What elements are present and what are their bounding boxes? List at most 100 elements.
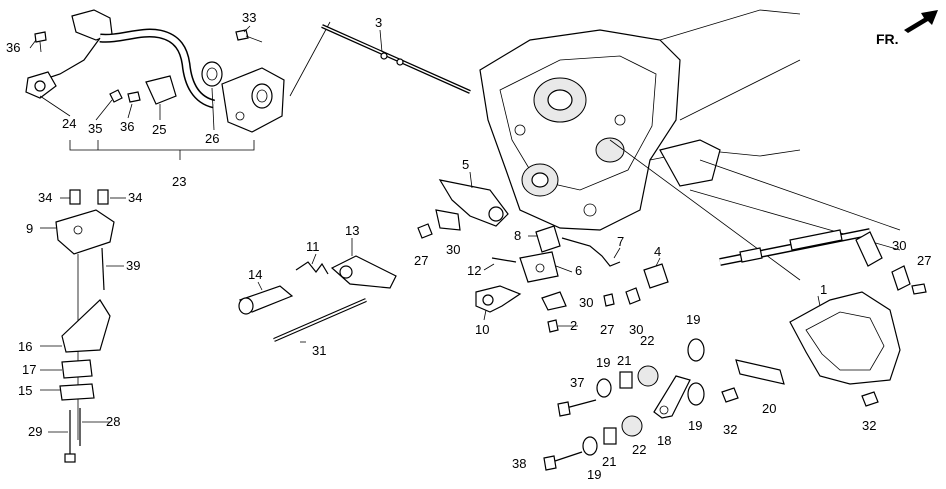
detent-group <box>238 255 397 342</box>
block-8 <box>535 225 561 253</box>
lever-13 <box>330 255 397 289</box>
spring-11 <box>295 261 329 275</box>
cable-wire <box>41 37 101 81</box>
callout-30b: 30 <box>579 295 593 310</box>
bolt-39 <box>101 247 105 291</box>
callout-24: 24 <box>62 116 76 131</box>
leader-line <box>289 21 331 97</box>
group-bracket-23 <box>69 140 255 151</box>
bolt-35 <box>109 89 123 103</box>
bolt-32-left <box>721 387 739 403</box>
part-4 <box>643 263 669 289</box>
front-arrow-icon <box>904 10 938 33</box>
cable-assembly-group <box>25 9 331 160</box>
callout-27c: 27 <box>917 253 931 268</box>
callout-20: 20 <box>762 401 776 416</box>
callout-3: 3 <box>375 15 382 30</box>
callout-28: 28 <box>106 414 120 429</box>
mount-group <box>55 189 115 463</box>
callout-19b: 19 <box>596 355 610 370</box>
callout-29: 29 <box>28 424 42 439</box>
washer-19-top <box>687 338 705 362</box>
callout-25: 25 <box>152 122 166 137</box>
callout-30a: 30 <box>446 242 460 257</box>
callout-27b: 27 <box>600 322 614 337</box>
block-6 <box>519 251 559 283</box>
callout-38: 38 <box>512 456 526 471</box>
bolt-27-right <box>911 283 927 295</box>
bracket-9 <box>55 209 115 255</box>
callout-23: 23 <box>172 174 186 189</box>
callout-19d: 19 <box>587 467 601 482</box>
cover-1 <box>721 291 901 407</box>
bolt-27-center <box>603 293 615 307</box>
callout-34a: 34 <box>38 190 52 205</box>
callout-34b: 34 <box>128 190 142 205</box>
callout-19a: 19 <box>686 312 700 327</box>
bracket-16 <box>61 299 111 353</box>
callout-19c: 19 <box>688 418 702 433</box>
callout-36a: 36 <box>6 40 20 55</box>
bolt-32-right <box>861 391 879 407</box>
callout-37: 37 <box>570 375 584 390</box>
washer-19-bottom <box>582 436 598 456</box>
callout-17: 17 <box>22 362 36 377</box>
callout-10: 10 <box>475 322 489 337</box>
clip-30-right <box>891 265 911 291</box>
right-small-parts <box>643 263 927 295</box>
callout-7: 7 <box>617 234 624 249</box>
callout-6: 6 <box>575 263 582 278</box>
bolt-33 <box>235 29 249 41</box>
bolt-27-left <box>417 223 433 239</box>
callout-26: 26 <box>205 131 219 146</box>
callout-35: 35 <box>88 121 102 136</box>
callout-36b: 36 <box>120 119 134 134</box>
callout-1: 1 <box>820 282 827 297</box>
washer-19-right <box>687 382 705 406</box>
bracket-20 <box>735 359 785 385</box>
shift-cable <box>719 228 883 267</box>
callout-12: 12 <box>467 263 481 278</box>
callout-4: 4 <box>654 244 661 259</box>
callout-30c: 30 <box>629 322 643 337</box>
bushing-21-bottom <box>603 427 617 445</box>
callout-2: 2 <box>570 318 577 333</box>
callout-30d: 30 <box>892 238 906 253</box>
callout-14: 14 <box>248 267 262 282</box>
front-direction-marker: FR. <box>876 10 938 47</box>
plate-15 <box>59 383 95 401</box>
clip-30-center <box>541 291 567 311</box>
callout-32a: 32 <box>723 422 737 437</box>
callout-21b: 21 <box>602 454 616 469</box>
spring-7 <box>561 237 621 267</box>
callout-9: 9 <box>26 221 33 236</box>
callout-8: 8 <box>514 228 521 243</box>
shift-shaft-3 <box>321 24 471 94</box>
washer-19-mid <box>596 378 612 398</box>
clamp-25 <box>145 75 177 105</box>
callout-39: 39 <box>126 258 140 273</box>
bushing-group <box>543 338 705 471</box>
bolt-36-center <box>127 91 141 103</box>
arm-18 <box>653 375 691 419</box>
pin-12 <box>491 257 517 263</box>
bushing-22-bottom <box>621 415 643 437</box>
transmission-case <box>479 9 901 281</box>
clip-30-left <box>435 209 461 231</box>
callout-22a: 22 <box>640 333 654 348</box>
callout-27a: 27 <box>414 253 428 268</box>
callout-22b: 22 <box>632 442 646 457</box>
front-direction-label: FR. <box>876 31 899 47</box>
callout-13: 13 <box>345 223 359 238</box>
callout-5: 5 <box>462 157 469 172</box>
callout-33: 33 <box>242 10 256 25</box>
lever-group <box>417 179 641 333</box>
bolt-37 <box>565 399 597 409</box>
callout-31: 31 <box>312 343 326 358</box>
callout-15: 15 <box>18 383 32 398</box>
callout-32b: 32 <box>862 418 876 433</box>
oring-26 <box>201 61 223 87</box>
callout-11: 11 <box>306 239 320 254</box>
